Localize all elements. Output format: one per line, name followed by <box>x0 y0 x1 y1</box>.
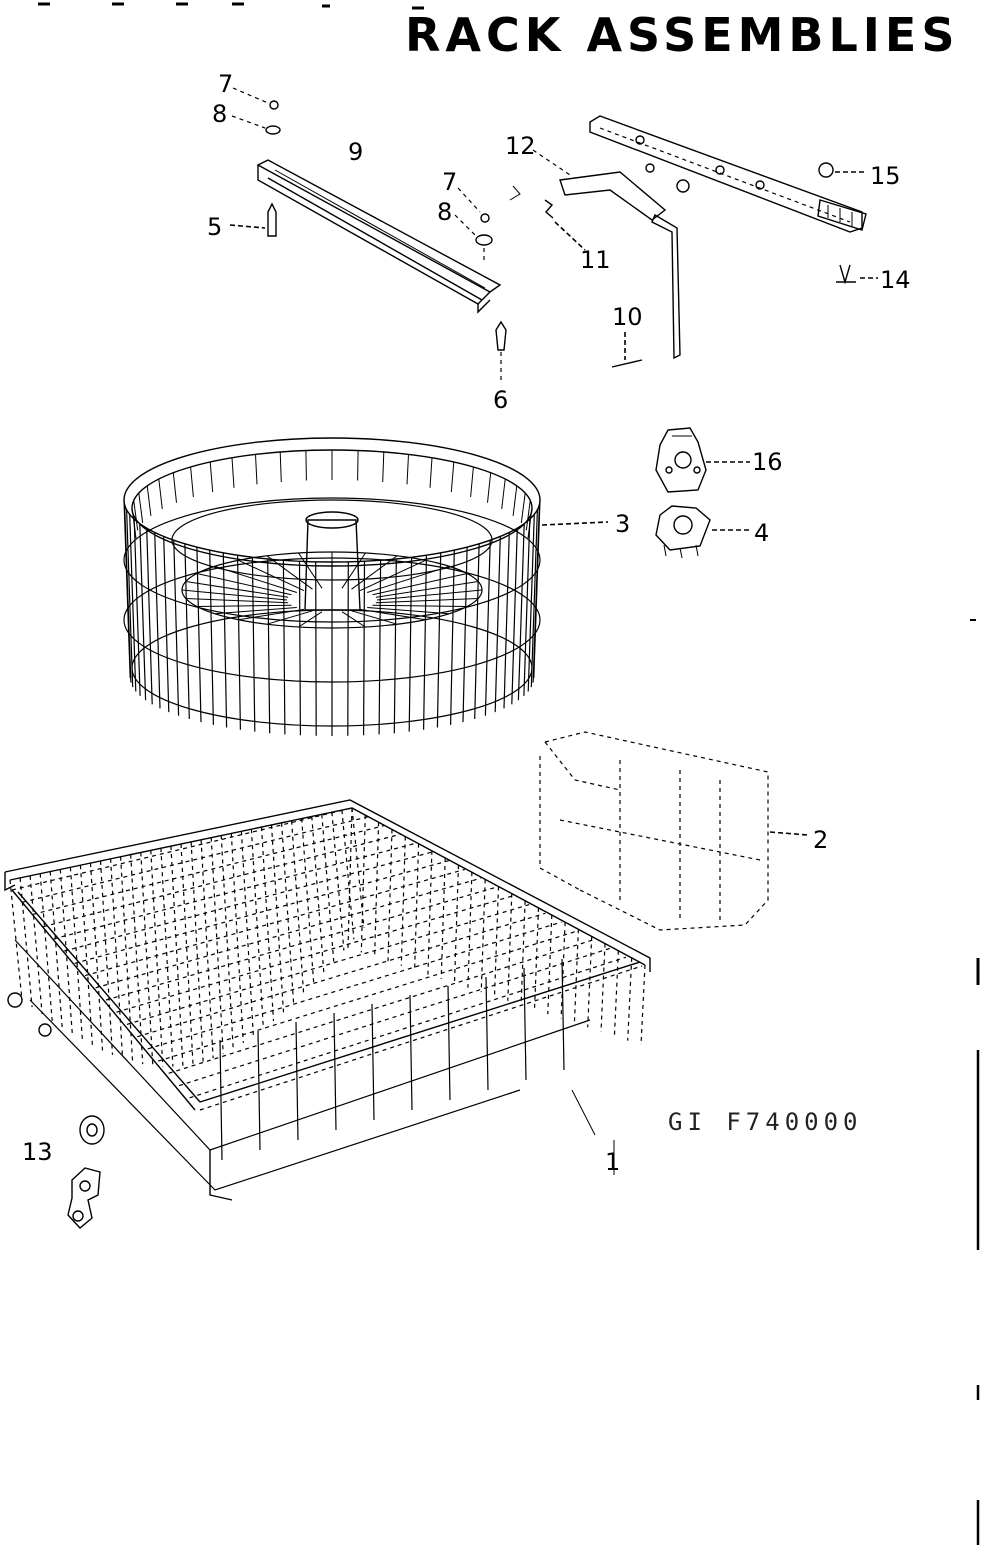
part-7-screw-right <box>457 187 490 223</box>
top-edge-marks <box>38 2 424 10</box>
callout-8-left: 8 <box>212 100 227 128</box>
part-10-rod <box>611 213 681 368</box>
callout-9: 9 <box>348 138 363 166</box>
callout-6: 6 <box>493 386 508 414</box>
part-1-lower-rack <box>4 799 651 1201</box>
part-4-spray-hub <box>655 505 752 559</box>
page-title: RACK ASSEMBLIES <box>405 8 960 62</box>
part-upper-track-assembly <box>589 115 867 233</box>
right-edge-marks <box>970 619 980 1545</box>
callout-8-right: 8 <box>437 198 452 226</box>
callout-1: 1 <box>605 1148 620 1176</box>
callout-labels: 1 2 3 4 5 6 7 8 7 8 9 10 11 12 13 14 15 … <box>22 70 911 1176</box>
callout-5: 5 <box>207 213 222 241</box>
callout-3: 3 <box>615 510 630 538</box>
part-8-washer-right <box>454 214 493 262</box>
callout-13: 13 <box>22 1138 53 1166</box>
callout-4: 4 <box>754 519 769 547</box>
callout-10: 10 <box>612 303 643 331</box>
callout-11: 11 <box>580 246 611 274</box>
callout-7-right: 7 <box>442 168 457 196</box>
part-11-spring <box>544 199 586 251</box>
part-6-clip <box>495 320 507 380</box>
part-5-clip <box>229 202 277 237</box>
part-16-spray-nozzle-cap <box>655 427 750 493</box>
callout-7-left: 7 <box>218 70 233 98</box>
diagram-code: GI F740000 <box>668 1108 863 1136</box>
callout-14: 14 <box>880 266 911 294</box>
part-8-washer-left <box>231 115 281 135</box>
callout-15: 15 <box>870 162 901 190</box>
part-13-rack-wheels <box>67 1115 105 1229</box>
part-2-silverware-basket <box>539 731 809 931</box>
callout-12: 12 <box>505 132 536 160</box>
part-9-rack-track <box>256 159 502 314</box>
part-15-bumper <box>818 162 866 178</box>
part-14-screw <box>836 264 878 285</box>
part-12-rack-stop <box>509 149 690 221</box>
callout-16: 16 <box>752 448 783 476</box>
part-7-screw-left <box>232 87 279 110</box>
part-3-upper-rack <box>123 437 609 736</box>
callout-2: 2 <box>813 826 828 854</box>
